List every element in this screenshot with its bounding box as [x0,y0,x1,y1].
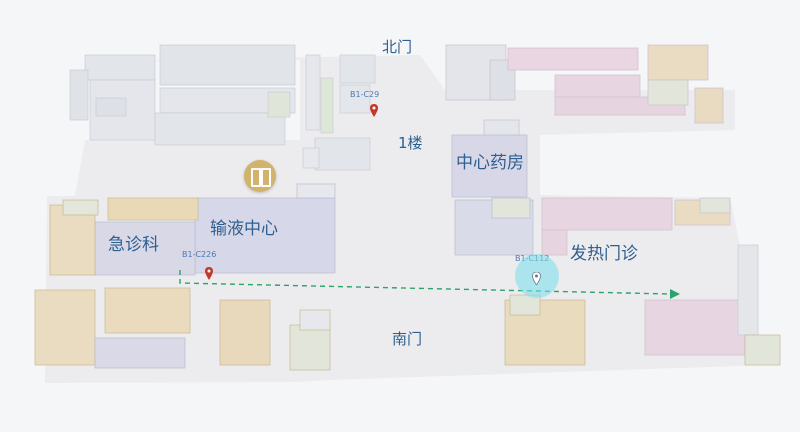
infusion-building [194,183,336,274]
pharmacy-label: 中心药房 [456,153,524,173]
start-marker-code: B1-C226 [182,250,217,259]
north-gate-label: 北门 [382,38,413,56]
building-block-southwest [34,287,331,371]
fever-clinic-building [541,197,731,256]
north-marker-code: B1-C29 [350,90,380,99]
floor-label: 1楼 [398,134,423,152]
fever-clinic-label: 发热门诊 [570,244,638,264]
location-pin-icon[interactable] [370,104,378,117]
route-arrow-icon [670,289,680,299]
emergency-label: 急诊科 [108,235,159,255]
navigation-route [179,270,680,299]
destination-pin-icon[interactable] [532,270,541,286]
south-gate-label: 南门 [392,330,423,348]
emergency-building [49,197,199,276]
elevator-icon[interactable] [244,160,276,192]
building-block-northwest [69,44,376,171]
pharmacy-building [451,134,534,256]
start-pin-icon[interactable] [205,267,213,280]
building-block-northeast [445,44,724,141]
infusion-center-label: 输液中心 [210,219,278,239]
building-block-southeast [504,244,781,366]
